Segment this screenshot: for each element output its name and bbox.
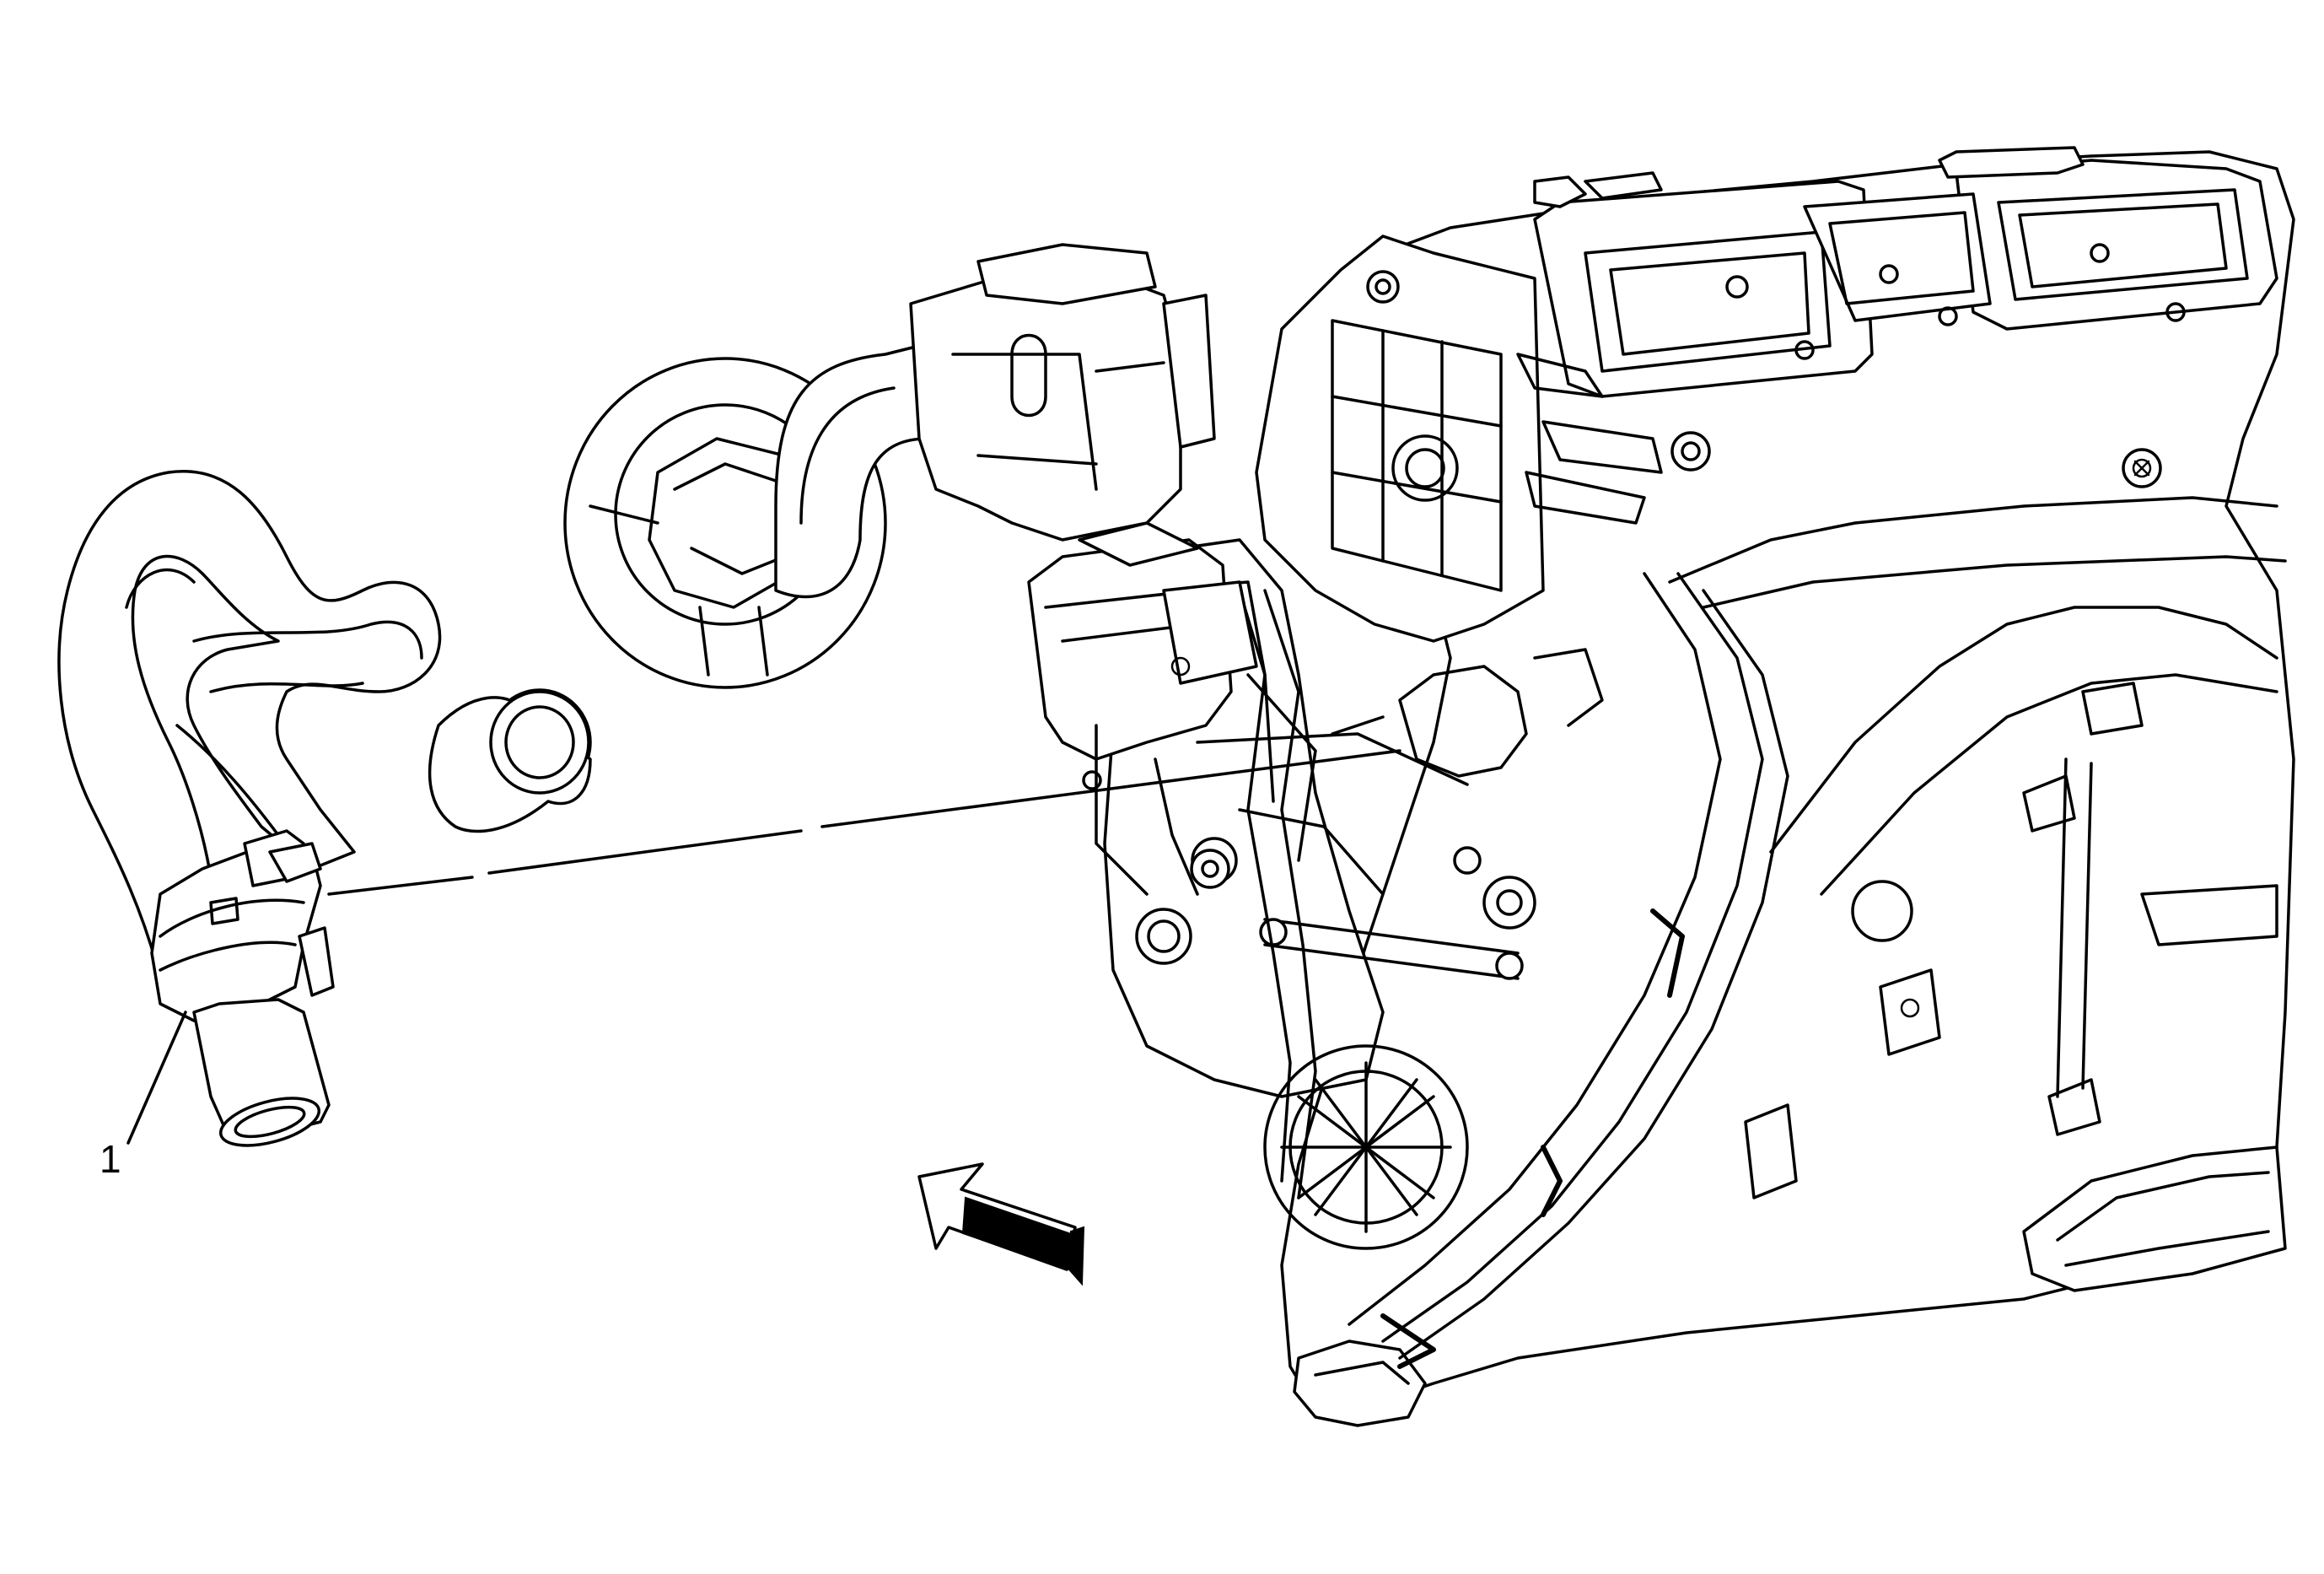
callout-1-leader: [126, 1011, 187, 1145]
actuator-module: [1027, 521, 1258, 896]
heater-core-hose-upper: [563, 243, 1216, 689]
hvac-module-housing: [1255, 146, 2295, 1427]
direction-arrow-icon: [917, 1162, 1085, 1286]
callout-1: 1: [100, 1011, 187, 1181]
callout-1-label: 1: [100, 1137, 121, 1181]
alignment-line: [327, 648, 1604, 896]
heater-hose-assembly: [57, 470, 592, 1147]
